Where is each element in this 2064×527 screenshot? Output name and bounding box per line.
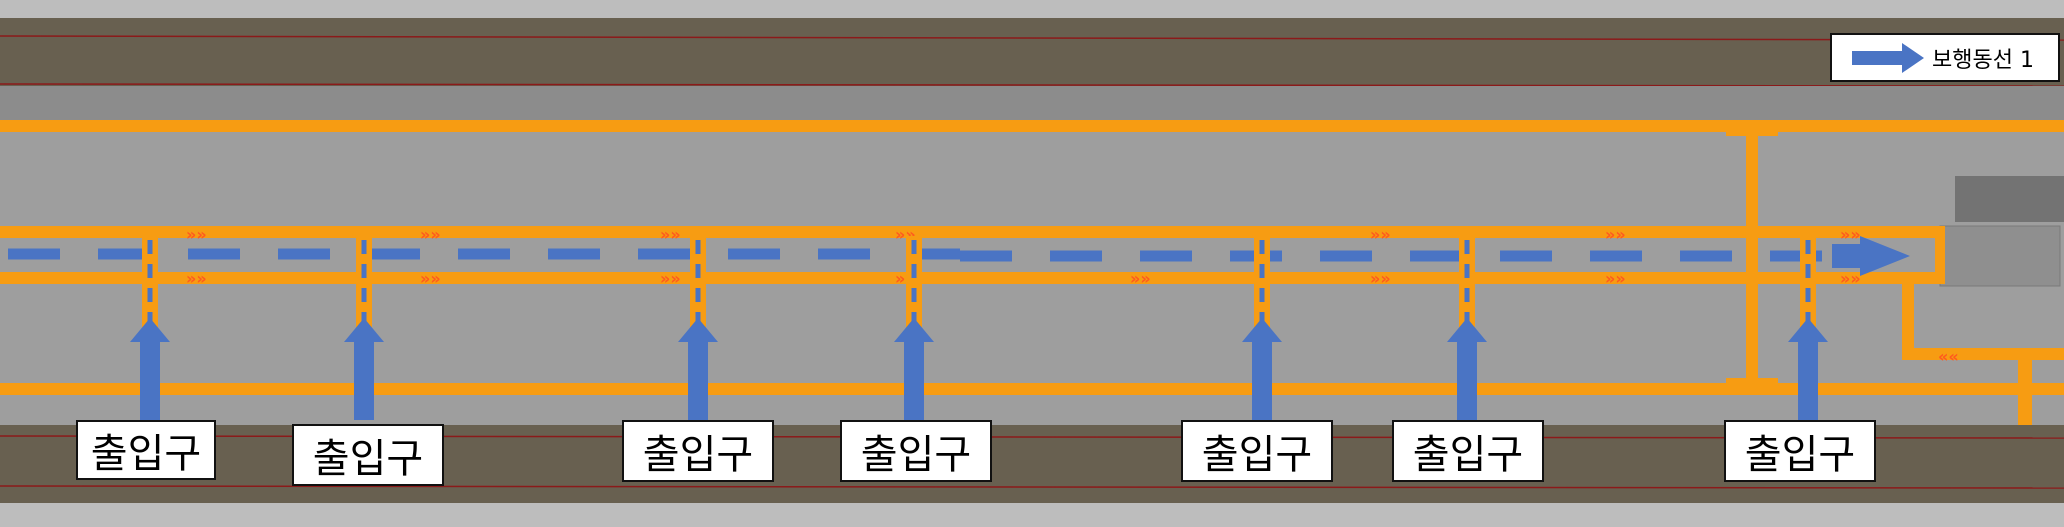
entrance-label: 출입구 [1181, 420, 1333, 482]
svg-text:»»: »» [186, 269, 207, 288]
entrance-label: 출입구 [840, 420, 992, 482]
top-road-line [0, 83, 2064, 87]
corridor-top-edge [0, 226, 1940, 238]
svg-text:»»: »» [660, 225, 681, 244]
bottom-boundary [0, 383, 2064, 395]
bottom-road-line [0, 485, 2064, 489]
entrance-arrow-icon [1447, 318, 1487, 420]
entrance-label: 출입구 [622, 420, 774, 482]
flow-arrow-head [1832, 236, 1910, 276]
svg-text:»»: »» [1370, 225, 1391, 244]
svg-text:»»: »» [420, 225, 441, 244]
legend: 보행동선 1 [1830, 33, 2060, 82]
building-block [1955, 176, 2064, 222]
entrance-label: 출입구 [1392, 420, 1544, 482]
entrance-arrow-icon [130, 318, 170, 420]
entrance-connector [142, 236, 158, 328]
divider-cap [1726, 128, 1778, 136]
right-connector [1902, 348, 2064, 360]
entrance-arrow-icon [1788, 318, 1828, 420]
svg-text:»»: »» [1840, 269, 1861, 288]
entrance-arrow-icon [344, 318, 384, 420]
entrance-label: 출입구 [76, 420, 216, 480]
entrance-label: 출입구 [292, 424, 444, 486]
entrance-arrow-icon [1242, 318, 1282, 420]
blue-arrow-icon [1852, 42, 1924, 73]
divider-cap [1726, 378, 1778, 386]
svg-text:»»: »» [186, 225, 207, 244]
legend-label: 보행동선 1 [1932, 47, 2034, 73]
top-road-line [0, 35, 2064, 41]
pedestrian-flow-path [8, 248, 1832, 262]
svg-text:»»: »» [1370, 269, 1391, 288]
entrance-connector [1459, 236, 1475, 328]
bottom-edge-strip [0, 503, 2064, 527]
svg-text:»»: »» [1605, 269, 1626, 288]
entrance-arrow-icon [894, 318, 934, 420]
top-edge-strip [0, 0, 2064, 18]
direction-chevrons: »» »» »» »» »» »» »» »» »» »» »» »» »» »… [186, 225, 1959, 366]
entrance-arrow-icon [678, 318, 718, 420]
svg-text:»»: »» [1605, 225, 1626, 244]
top-road [0, 18, 2064, 86]
divider-post [1746, 128, 1758, 388]
entrance-connector [1800, 236, 1816, 328]
entrance-connector [356, 236, 372, 328]
corridor-end [1935, 226, 1945, 284]
entrance-connector [690, 236, 706, 328]
building-block [1939, 225, 2061, 287]
top-boundary [0, 120, 2064, 132]
entrance-connectors [130, 236, 1828, 420]
median-strip [0, 86, 2064, 120]
entrance-label: 출입구 [1724, 420, 1876, 482]
right-connector [2018, 355, 2032, 425]
svg-text:»»: »» [660, 269, 681, 288]
entrance-connector [1254, 236, 1270, 328]
entrance-connector [906, 236, 922, 328]
corridor-bottom-edge [0, 272, 1940, 284]
svg-text:»»: »» [420, 269, 441, 288]
right-connector [1902, 280, 1914, 360]
svg-text:»»: »» [1840, 225, 1861, 244]
svg-text:»»: »» [1130, 269, 1151, 288]
svg-text:««: «« [1938, 347, 1959, 366]
